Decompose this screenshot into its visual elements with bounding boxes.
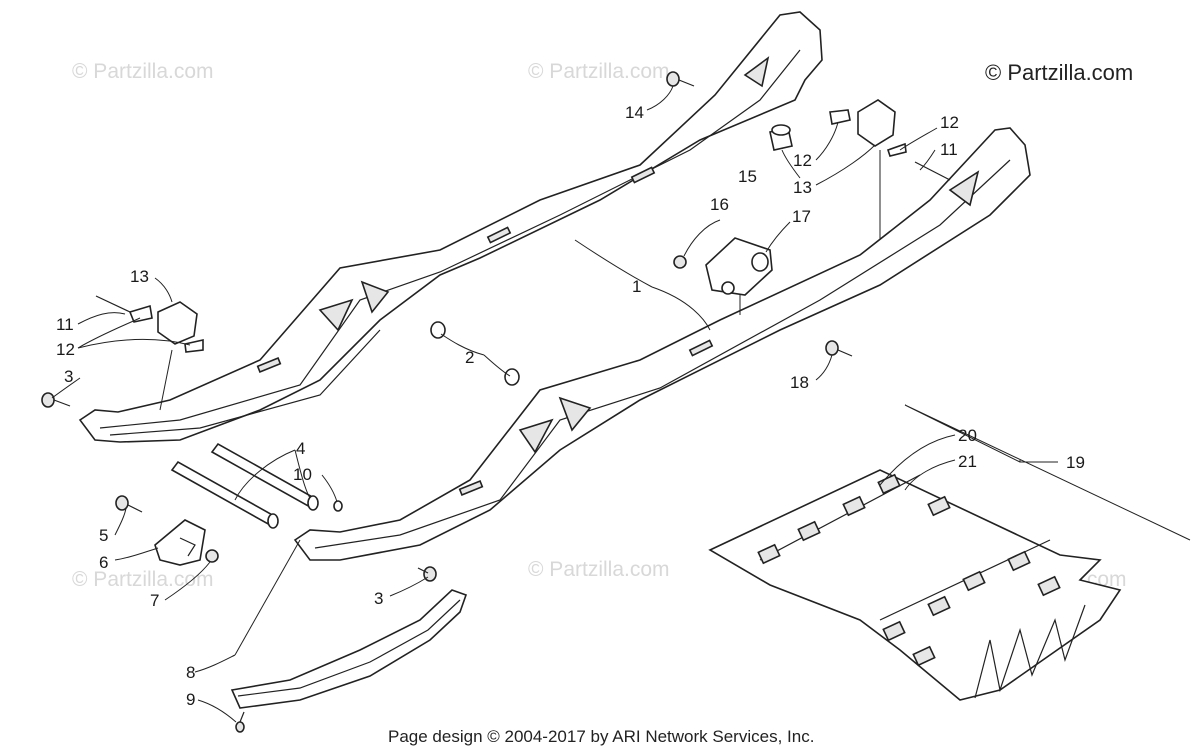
callout-16: 16	[710, 195, 729, 214]
axle-bracket	[705, 237, 773, 296]
callout-20: 20	[958, 426, 977, 445]
callout-21: 21	[958, 452, 977, 471]
callout-labels: 1 2 3 3 4 5 6 7 8 9 10 11 11 12 12 12 13…	[56, 103, 1085, 709]
bolt-14	[666, 71, 695, 87]
callout-15: 15	[738, 167, 757, 186]
slide-block-left	[95, 295, 204, 353]
watermark-top-center: © Partzilla.com	[528, 60, 670, 83]
washers	[430, 321, 520, 386]
callout-12-right: 12	[793, 151, 812, 170]
callout-9: 9	[186, 690, 195, 709]
leader-lines	[51, 85, 1191, 723]
callout-18: 18	[790, 373, 809, 392]
callout-13-left: 13	[130, 267, 149, 286]
bolt-18	[825, 340, 853, 357]
callout-1: 1	[632, 277, 641, 296]
watermark-bottom-left: © Partzilla.com	[72, 568, 214, 591]
callout-14: 14	[625, 103, 644, 122]
callout-4: 4	[296, 439, 305, 458]
footer-credit: Page design © 2004-2017 by ARI Network S…	[388, 727, 814, 746]
callout-17: 17	[792, 207, 811, 226]
track	[708, 469, 1122, 701]
callout-12-right-top: 12	[940, 113, 959, 132]
cross-shafts	[170, 442, 319, 529]
callout-6: 6	[99, 553, 108, 572]
watermark-top-left: © Partzilla.com	[72, 60, 214, 83]
slide-block-top	[829, 99, 951, 181]
left-slide-rail	[78, 11, 823, 443]
small-hardware	[205, 124, 793, 563]
watermarks: © Partzilla.com © Partzilla.com © Partzi…	[72, 60, 1127, 591]
callout-3-left: 3	[64, 367, 73, 386]
callout-12-left: 12	[56, 340, 75, 359]
callout-19: 19	[1066, 453, 1085, 472]
callout-11-left: 11	[56, 315, 74, 334]
callout-2: 2	[465, 348, 474, 367]
copyright-label: © Partzilla.com	[985, 60, 1133, 85]
right-slide-rail	[293, 127, 1031, 561]
callout-10: 10	[293, 465, 312, 484]
callout-3-right: 3	[374, 589, 383, 608]
callout-7: 7	[150, 591, 159, 610]
callout-5: 5	[99, 526, 108, 545]
stopper-block	[154, 519, 206, 566]
callout-13-right: 13	[793, 178, 812, 197]
watermark-bottom-center: © Partzilla.com	[528, 558, 670, 581]
bolt-3-left	[41, 392, 71, 408]
callout-11-right: 11	[940, 140, 958, 159]
wear-strip	[230, 589, 468, 709]
callout-8: 8	[186, 663, 195, 682]
bolt-3-right	[417, 566, 437, 582]
bolt-5	[115, 495, 143, 513]
screw-9	[235, 711, 245, 733]
